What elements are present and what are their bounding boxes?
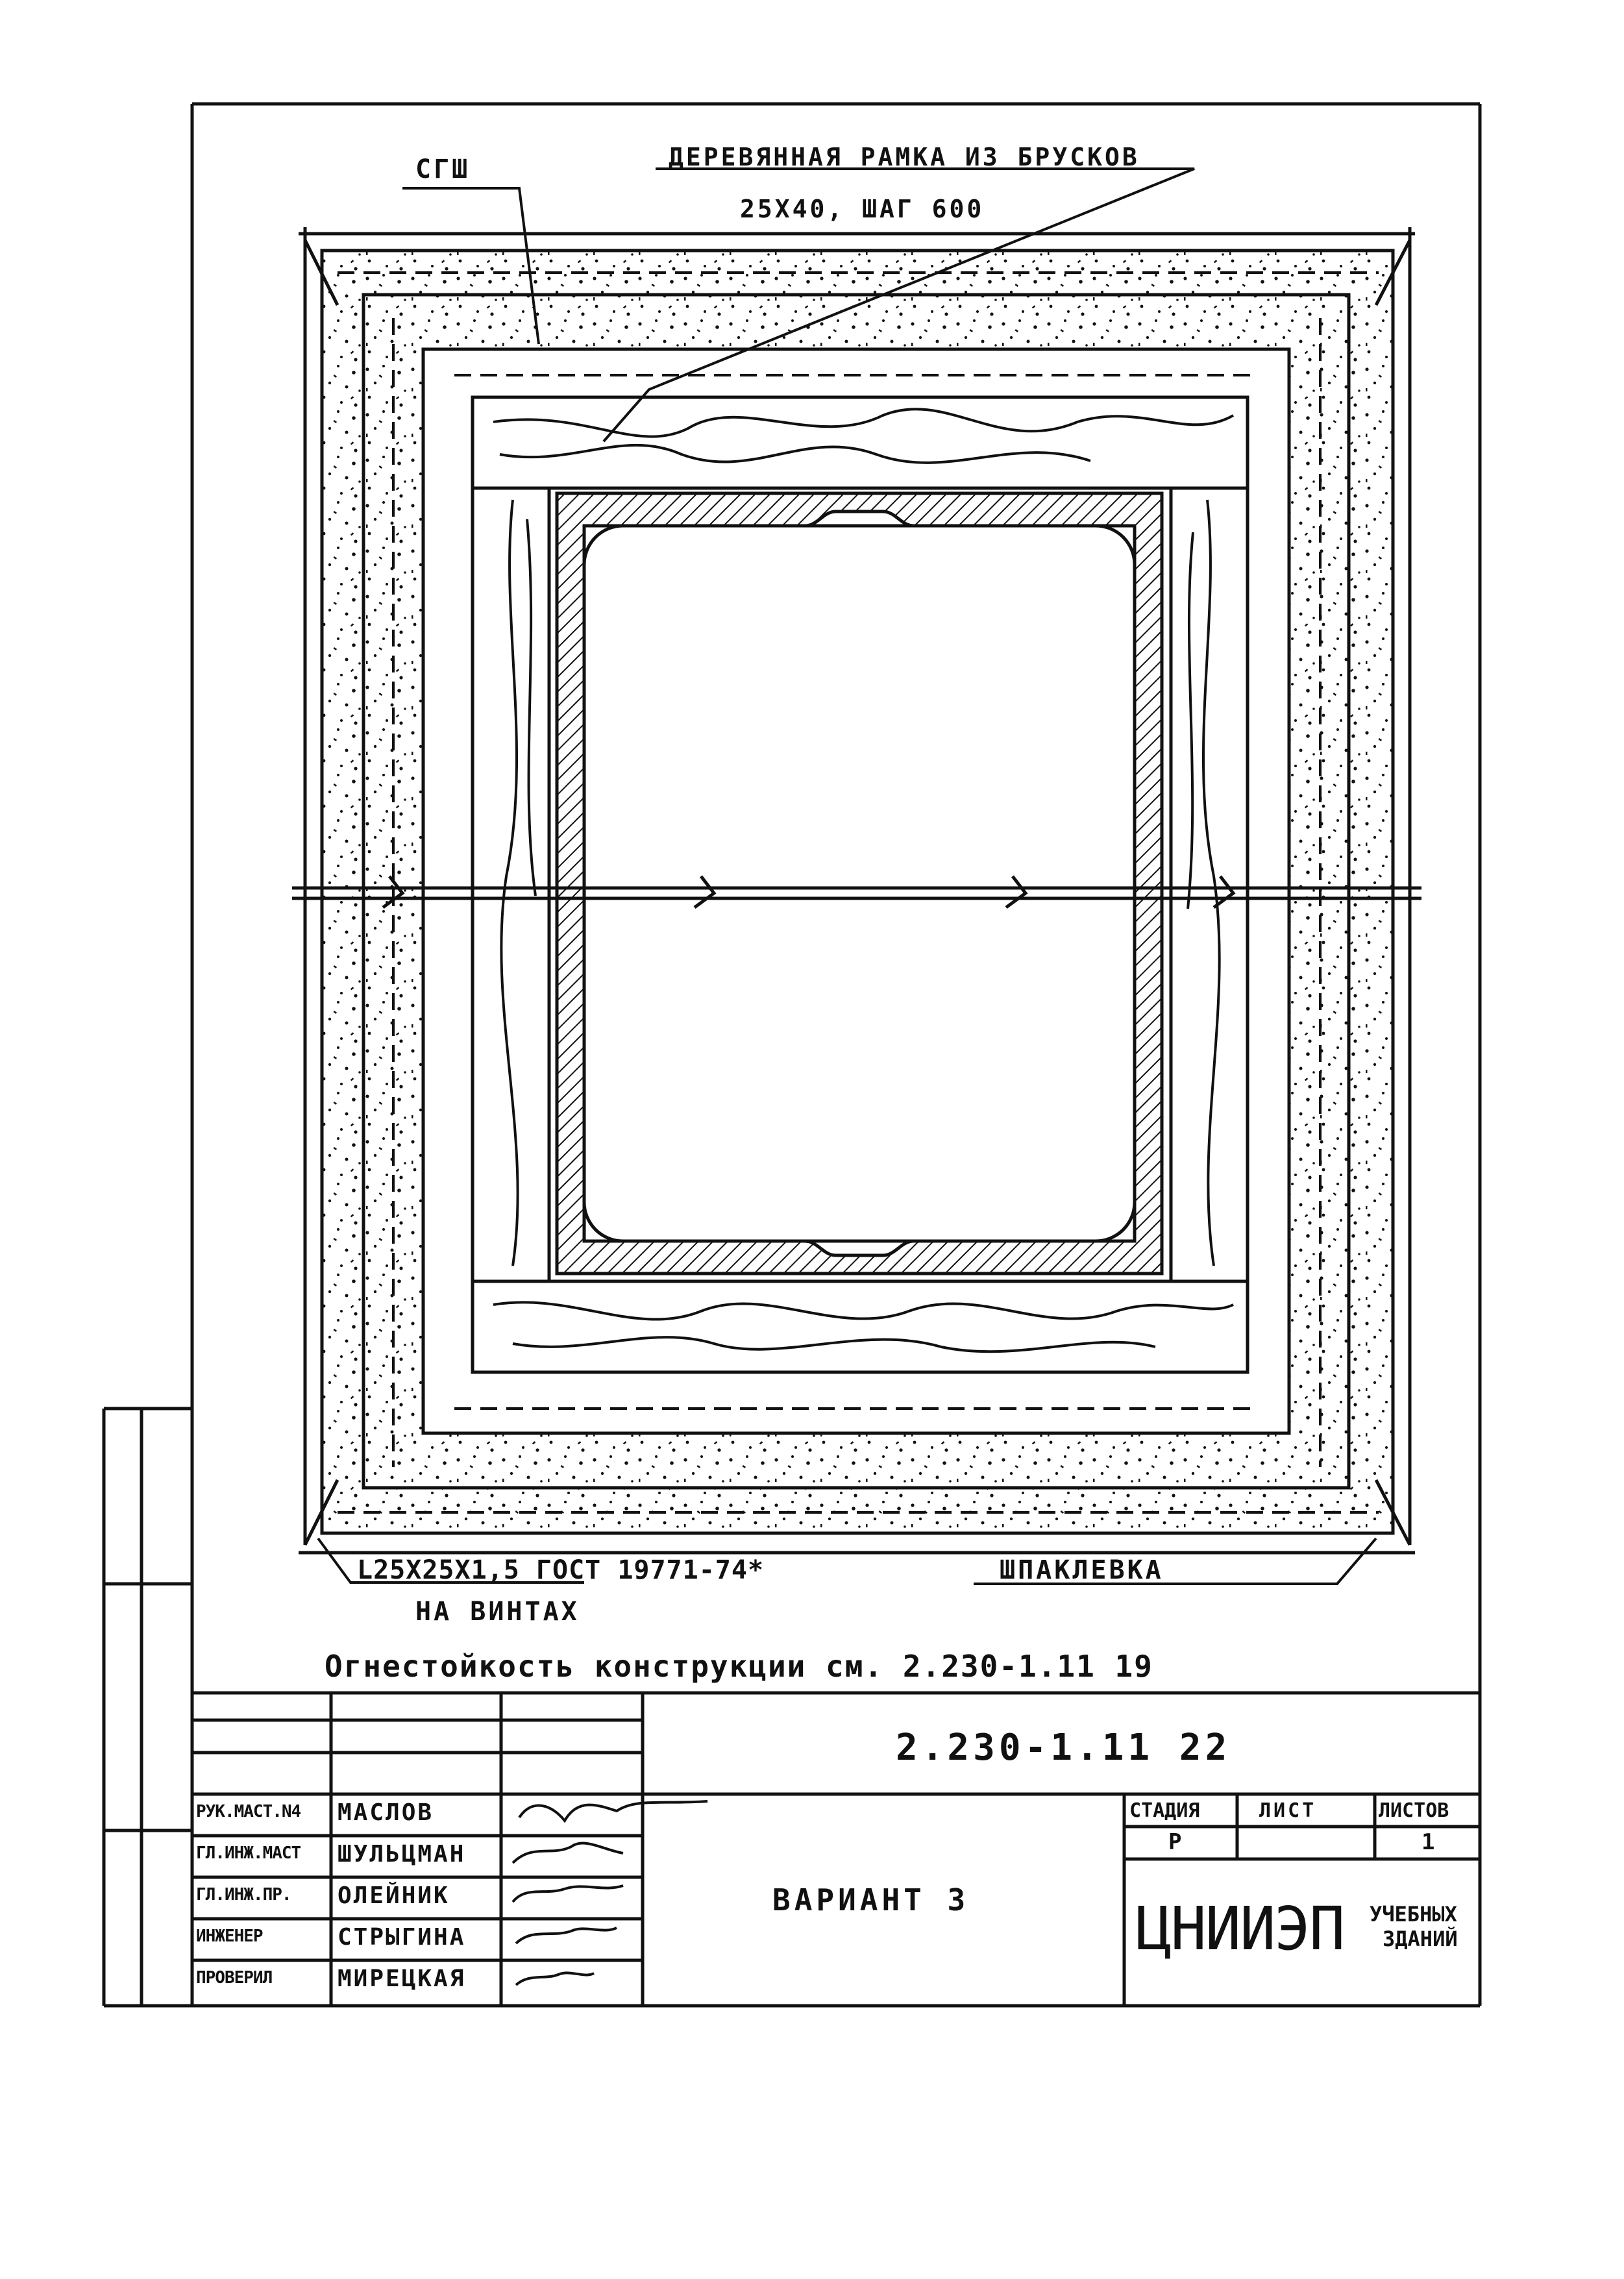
signer-role: ГЛ.ИНЖ.ПР.: [196, 1885, 292, 1904]
label-wood-frame-line1: ДЕРЕВЯННАЯ РАМКА ИЗ БРУСКОВ: [669, 143, 1140, 171]
gypsum-board-inner: [362, 293, 1351, 1490]
fire-resistance-note: Огнестойкость конструкции см. 2.230-1.11…: [325, 1649, 1153, 1684]
sheet-header: ЛИСТ: [1259, 1799, 1317, 1822]
wood-frame: [471, 395, 1249, 1374]
label-angle-line2: НА ВИНТАХ: [415, 1597, 580, 1627]
signer-role: ПРОВЕРИЛ: [196, 1968, 273, 1988]
signer-name: ОЛЕЙНИК: [338, 1882, 450, 1909]
sheets-header: ЛИСТОВ: [1379, 1799, 1449, 1822]
signer-role: ИНЖЕНЕР: [196, 1927, 264, 1946]
break-line: [292, 875, 1421, 909]
signer-name: ШУЛЬЦМАН: [338, 1841, 466, 1867]
organization-main: ЦНИИЭП: [1136, 1894, 1345, 1964]
sheet-border: [102, 102, 1482, 2008]
title-block-grid: [192, 1691, 1480, 2006]
steel-channel: [555, 491, 1164, 1275]
signer-role: ГЛ.ИНЖ.МАСТ: [196, 1843, 301, 1863]
label-angle-line1: L25Х25Х1,5 ГОСТ 19771-74*: [357, 1555, 765, 1585]
screw-lines: [338, 271, 1379, 1514]
signatures: [511, 1800, 708, 1986]
signer-name: СТРЫГИНА: [338, 1924, 466, 1951]
signer-role: РУК.МАСТ.N4: [196, 1802, 301, 1821]
sheets-value: 1: [1421, 1829, 1435, 1855]
label-putty: ШПАКЛЕВКА: [1000, 1555, 1164, 1585]
variant-label: ВАРИАНТ 3: [772, 1882, 970, 1917]
stage-header: СТАДИЯ: [1129, 1799, 1200, 1822]
stage-value: Р: [1168, 1829, 1182, 1855]
document-number: 2.230-1.11 22: [896, 1727, 1231, 1769]
signer-name: МАСЛОВ: [338, 1799, 434, 1826]
leader-lines: [317, 167, 1377, 1585]
corner-angles: [299, 227, 1415, 1555]
label-sgsh: СГШ: [415, 154, 471, 184]
signer-name: МИРЕЦКАЯ: [338, 1965, 466, 1992]
organization-sub2: ЗДАНИЙ: [1383, 1927, 1458, 1951]
wood-grain: [493, 408, 1234, 1353]
organization-sub1: УЧЕБНЫХ: [1370, 1902, 1457, 1927]
label-wood-frame-line2: 25Х40, ШАГ 600: [740, 195, 985, 223]
